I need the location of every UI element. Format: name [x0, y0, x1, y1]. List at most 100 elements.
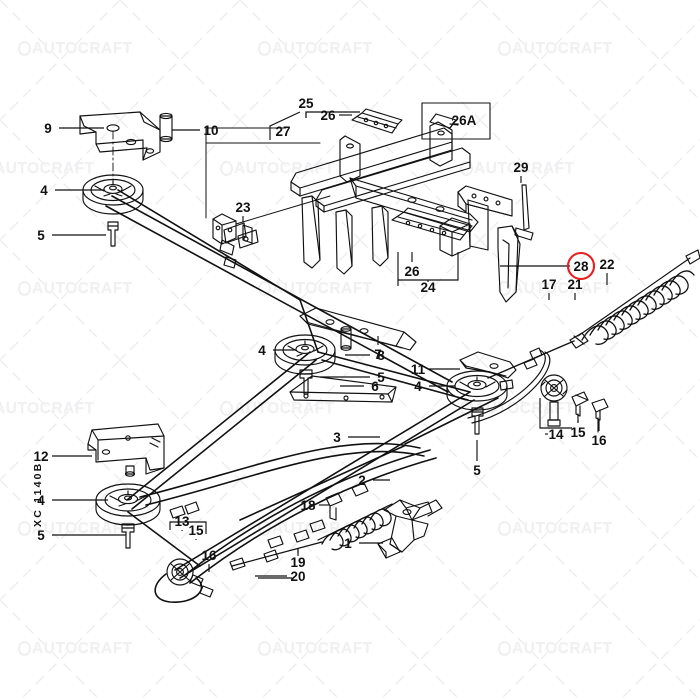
callout-number-26a[interactable]: 26A [452, 113, 477, 128]
part-13-idler-left [166, 558, 194, 586]
callout-number-4[interactable]: 4 [40, 183, 48, 198]
part-26-bar-top [351, 108, 403, 134]
part-22-spring [577, 249, 700, 345]
watermark: AUTOCRAFT [18, 520, 133, 538]
callout-number-25[interactable]: 25 [298, 96, 314, 111]
callout-number-14[interactable]: 14 [548, 427, 564, 442]
ring-logo-icon [498, 641, 511, 656]
ring-logo-icon [18, 281, 31, 296]
callout-number-5[interactable]: 5 [377, 370, 385, 385]
callout-number-8[interactable]: 8 [377, 348, 385, 363]
callout-number-10[interactable]: 10 [203, 123, 218, 138]
watermark: AUTOCRAFT [498, 280, 613, 298]
part-16-bushing-right [591, 398, 609, 433]
ring-logo-icon [220, 161, 233, 176]
part-13-idler-right [540, 374, 568, 402]
watermark: AUTOCRAFT [498, 520, 613, 538]
callout-number-11[interactable]: 11 [411, 362, 426, 377]
part-4-pulley-upper-left [82, 174, 144, 215]
callout-number-2[interactable]: 2 [358, 473, 366, 488]
callout-number-3[interactable]: 3 [333, 430, 341, 445]
part-17-rod [487, 340, 575, 379]
callout-number-7[interactable]: 7 [374, 347, 382, 362]
callout-number-23[interactable]: 23 [235, 200, 251, 215]
callout-number-17[interactable]: 17 [541, 277, 556, 292]
callout-number-1[interactable]: 1 [344, 536, 352, 551]
part-9-bracket [79, 111, 161, 161]
part-15-bushing [571, 391, 589, 423]
callout-number-21[interactable]: 21 [567, 277, 583, 292]
callout-number-24[interactable]: 24 [420, 280, 436, 295]
ring-logo-icon [18, 41, 31, 56]
watermark-text: AUTOCRAFT [234, 400, 335, 417]
callout-number-26[interactable]: 26 [404, 264, 420, 279]
drawing-code: XC 1140B [32, 461, 44, 527]
watermark-text: AUTOCRAFT [0, 400, 95, 417]
ring-logo-icon [258, 41, 271, 56]
watermark: AUTOCRAFT [460, 160, 575, 178]
callout-number-26[interactable]: 26 [320, 108, 336, 123]
watermark: AUTOCRAFT [18, 40, 133, 58]
callout-number-5[interactable]: 5 [37, 528, 45, 543]
belt-path [105, 189, 499, 603]
callout-number-6[interactable]: 6 [371, 379, 379, 394]
ring-logo-icon [220, 401, 233, 416]
watermark-text: AUTOCRAFT [272, 280, 373, 297]
watermark: AUTOCRAFT [220, 400, 335, 418]
callout-number-15[interactable]: 15 [188, 523, 204, 538]
watermark-text: AUTOCRAFT [32, 520, 133, 537]
watermark: AUTOCRAFT [498, 640, 613, 658]
part-15-washer-left [189, 574, 204, 587]
callout-number-20[interactable]: 20 [290, 569, 305, 584]
watermark: AUTOCRAFT [18, 640, 133, 658]
ring-logo-icon [498, 521, 511, 536]
highlight-circle-part-28[interactable] [566, 251, 596, 281]
callout-number-22[interactable]: 22 [599, 257, 614, 272]
watermark-text: AUTOCRAFT [512, 640, 613, 657]
watermark: AUTOCRAFT [498, 40, 613, 58]
watermark: AUTOCRAFT [0, 160, 95, 178]
watermark: AUTOCRAFT [18, 280, 133, 298]
callout-number-27[interactable]: 27 [275, 124, 290, 139]
part-8-spacer [340, 326, 352, 351]
callout-number-9[interactable]: 9 [44, 121, 52, 136]
callout-number-4[interactable]: 4 [37, 493, 45, 508]
ring-logo-icon [18, 521, 31, 536]
callout-number-19[interactable]: 19 [290, 555, 305, 570]
callout-number-5[interactable]: 5 [473, 463, 481, 478]
ring-logo-icon [18, 641, 31, 656]
part-19-spring-lower [317, 503, 393, 551]
part-28-blade [497, 225, 521, 303]
part-23-clamps [212, 213, 259, 269]
part-10-pin [159, 112, 173, 143]
part-12-housing [87, 423, 165, 477]
part-6-plate [289, 375, 397, 403]
callout-number-29[interactable]: 29 [513, 160, 528, 175]
part-11-bracket [459, 351, 517, 379]
callout-number-13[interactable]: 13 [174, 514, 190, 529]
ring-logo-icon [460, 161, 473, 176]
part-20-rod-lower [229, 519, 326, 571]
ring-logo-icon [498, 41, 511, 56]
callout-number-5[interactable]: 5 [37, 228, 45, 243]
callout-number-4[interactable]: 4 [414, 379, 422, 394]
callout-number-18[interactable]: 18 [300, 498, 316, 513]
part-14-bolt [547, 401, 561, 427]
callout-number-15[interactable]: 15 [570, 425, 586, 440]
callout-number-16[interactable]: 16 [201, 548, 217, 563]
watermark: AUTOCRAFT [258, 40, 373, 58]
watermark-text: AUTOCRAFT [32, 640, 133, 657]
callout-number-4[interactable]: 4 [258, 343, 266, 358]
part-5-bolt-upper-left [107, 221, 119, 247]
part-26A-inset [421, 102, 491, 140]
part-1-bracket [377, 499, 443, 559]
part-25-main-frame [290, 121, 479, 275]
callout-number-28[interactable]: 28 [573, 259, 589, 274]
callout-number-16[interactable]: 16 [591, 433, 607, 448]
watermark-text: AUTOCRAFT [474, 160, 575, 177]
part-13-clip-a [169, 505, 186, 519]
watermark-text: AUTOCRAFT [272, 40, 373, 57]
callout-number-12[interactable]: 12 [33, 449, 48, 464]
